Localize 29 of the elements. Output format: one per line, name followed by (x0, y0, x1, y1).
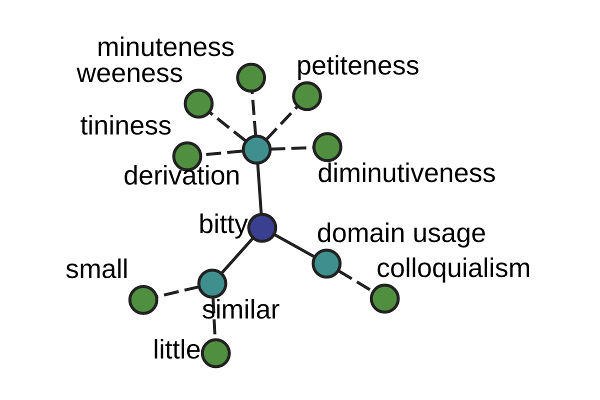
node-label: tininess (80, 110, 172, 140)
node-circle (312, 132, 342, 162)
node-circle (312, 248, 342, 278)
connector (156, 284, 200, 298)
connector (265, 104, 298, 140)
connector (250, 90, 258, 136)
node-label: colloquialism (376, 252, 531, 282)
node-circle (242, 134, 272, 164)
node-label: little (152, 334, 201, 364)
node-label: domain usage (316, 217, 486, 248)
node-label: small (65, 254, 128, 284)
node-label: similar (202, 294, 280, 324)
node-circle (236, 62, 266, 92)
node-circle (197, 268, 228, 298)
connector (274, 232, 315, 258)
connector (338, 269, 374, 292)
node-label: petiteness (296, 50, 420, 80)
node-circle (200, 338, 231, 368)
node-circle (247, 212, 278, 242)
node-label: bitty (198, 208, 248, 238)
connector (208, 110, 246, 142)
node-label: diminutiveness (318, 158, 496, 188)
node-circle (292, 80, 322, 111)
node-circle (370, 283, 400, 314)
connector (256, 162, 263, 214)
node-label: derivation (123, 160, 240, 190)
node-circle (184, 88, 214, 118)
node-circle (128, 284, 158, 314)
connector (220, 237, 254, 274)
